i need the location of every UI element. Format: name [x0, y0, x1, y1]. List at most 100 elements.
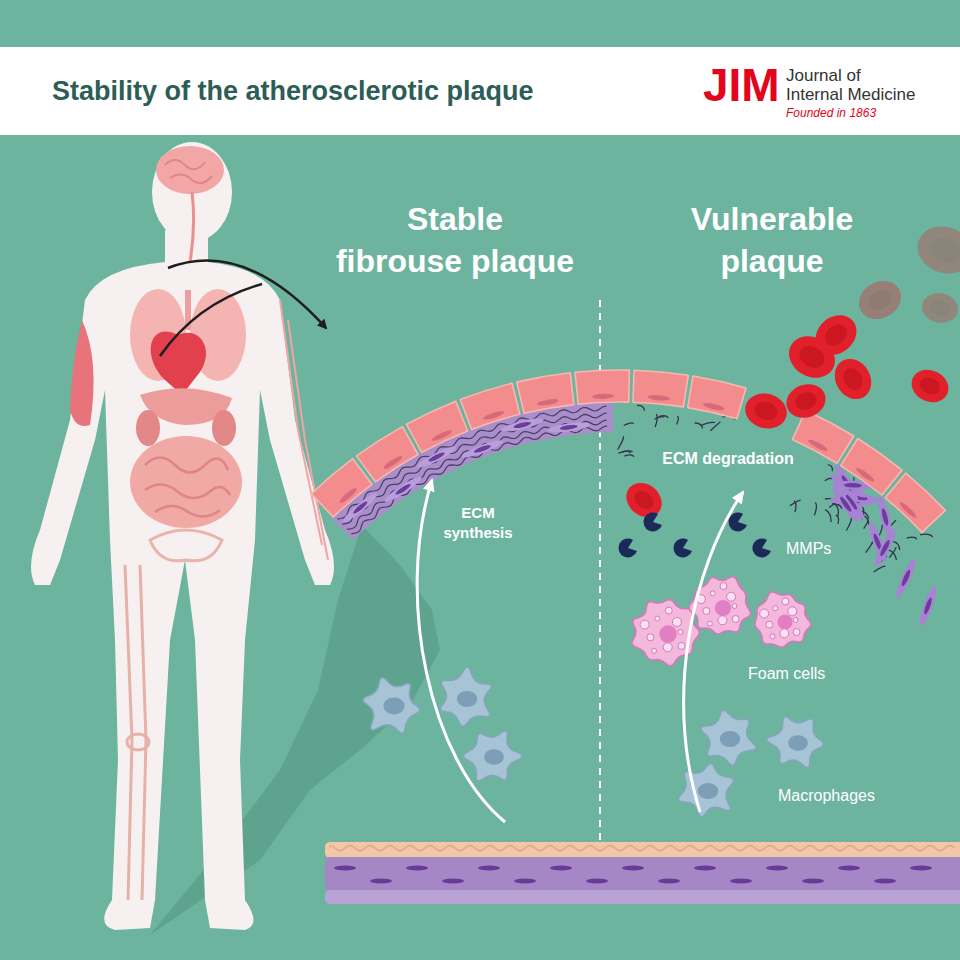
- cell-body: [871, 527, 899, 568]
- cell-center: [631, 487, 657, 513]
- lipid-droplet: [793, 618, 798, 623]
- cell-label: Foam cells: [748, 664, 825, 684]
- smooth-muscle-cell: [871, 527, 899, 568]
- red-blood-cell: [911, 219, 960, 281]
- lipid-droplet: [773, 606, 778, 611]
- lipid-droplet: [678, 630, 683, 635]
- ecm-fragment: [920, 534, 933, 537]
- adventitia-band: [325, 842, 960, 858]
- endothelial-nucleus: [592, 393, 614, 399]
- red-blood-cell: [852, 273, 908, 326]
- cell-label: MMPs: [786, 539, 831, 559]
- cell-center: [865, 286, 895, 314]
- smooth-muscle-nucleus: [550, 865, 572, 870]
- process-arrow: [684, 492, 743, 812]
- smooth-muscle-nucleus: [658, 878, 680, 883]
- journal-founded: Founded in 1863: [786, 106, 876, 121]
- cell-body: [460, 437, 504, 460]
- ecm-fragment: [836, 515, 839, 524]
- cell-nucleus: [394, 482, 411, 496]
- macrophage: [767, 717, 824, 768]
- intestines: [130, 436, 242, 528]
- title-text: Stability of the atherosclerotic plaque: [52, 73, 534, 109]
- endothelial-cell: [460, 383, 520, 429]
- cell-body: [920, 290, 960, 325]
- mmp-enzyme: [728, 512, 747, 531]
- lipid-droplet: [647, 634, 654, 641]
- mmp-enzyme: [643, 512, 662, 531]
- ecm-fragment: [866, 541, 873, 553]
- lipid-droplet: [703, 608, 710, 615]
- smooth-muscle-nucleus: [802, 878, 824, 883]
- brain-folds: [165, 160, 212, 183]
- endothelial-nucleus: [537, 398, 560, 407]
- cell-body: [546, 421, 591, 435]
- macrophage: [441, 667, 492, 726]
- cells: [363, 219, 960, 817]
- macrophage: [363, 678, 420, 733]
- endothelial-cell: [792, 410, 853, 463]
- cell-body: [782, 379, 831, 424]
- journal-name: Journal of Internal Medicine: [786, 66, 915, 104]
- cell-nucleus: [428, 451, 446, 463]
- lipid-droplet: [655, 616, 660, 621]
- ecm-fragment: [622, 451, 631, 453]
- lipid-droplet: [720, 583, 727, 590]
- endothelial-cell: [357, 427, 419, 482]
- endothelial-nucleus: [855, 466, 876, 483]
- macrophage-nucleus: [484, 749, 504, 765]
- ecm-fragment: [828, 465, 833, 471]
- ecm-fragment: [677, 416, 679, 424]
- mmp-enzyme: [673, 538, 692, 557]
- cell-body: [852, 273, 908, 326]
- cell-nucleus: [352, 500, 369, 515]
- ecm-fragment: [624, 423, 634, 426]
- body-silhouette: [31, 230, 334, 930]
- smooth-muscle-nucleus: [910, 865, 932, 870]
- endothelial-cell: [407, 401, 468, 452]
- ecm-fragment: [825, 510, 831, 522]
- lipid-droplet: [782, 598, 789, 605]
- endothelial-nucleus: [482, 410, 505, 422]
- process-label: ECM degradation: [662, 449, 794, 469]
- lipid-droplet: [760, 609, 769, 618]
- lipid-droplet: [678, 642, 685, 649]
- macrophage-nucleus: [457, 691, 478, 707]
- cell-body: [911, 219, 960, 281]
- ecm-fragment: [618, 451, 632, 453]
- vessel-wall-bottom: [325, 842, 960, 904]
- lipid-droplet: [718, 616, 727, 625]
- pointer-arrow: [168, 261, 326, 329]
- pelvis: [150, 530, 222, 561]
- brain: [156, 146, 224, 194]
- ecm-fragment: [794, 501, 796, 512]
- macrophage: [463, 731, 522, 781]
- cell-center: [927, 234, 960, 267]
- smooth-muscle-nucleus: [442, 878, 464, 883]
- smooth-muscle-nucleus: [406, 865, 428, 870]
- macrophage-nucleus: [383, 698, 404, 715]
- plaque-vessel: [311, 370, 945, 627]
- ecm-fragment: [637, 405, 644, 410]
- red-blood-cell: [619, 476, 668, 524]
- ecm-fragment: [864, 520, 868, 529]
- macrophage: [679, 763, 734, 816]
- process-label: ECM synthesis: [440, 503, 516, 543]
- smooth-muscle-nucleus: [334, 865, 356, 870]
- kidney: [136, 410, 160, 446]
- cell-nucleus: [473, 444, 491, 454]
- ecm-fragment: [814, 502, 816, 515]
- cell-center: [796, 342, 829, 373]
- macrophage: [701, 710, 756, 765]
- smooth-muscle-cell: [460, 437, 504, 460]
- red-blood-cell: [741, 389, 790, 433]
- endothelial-cell: [841, 439, 902, 496]
- cell-nucleus: [513, 421, 532, 430]
- macrophage-nucleus: [788, 735, 808, 751]
- endothelial-nucleus: [431, 429, 453, 443]
- cell-label: Macrophages: [778, 786, 875, 806]
- red-blood-cell: [906, 364, 954, 408]
- ecm-fragment: [846, 518, 851, 531]
- title-band: [0, 47, 960, 135]
